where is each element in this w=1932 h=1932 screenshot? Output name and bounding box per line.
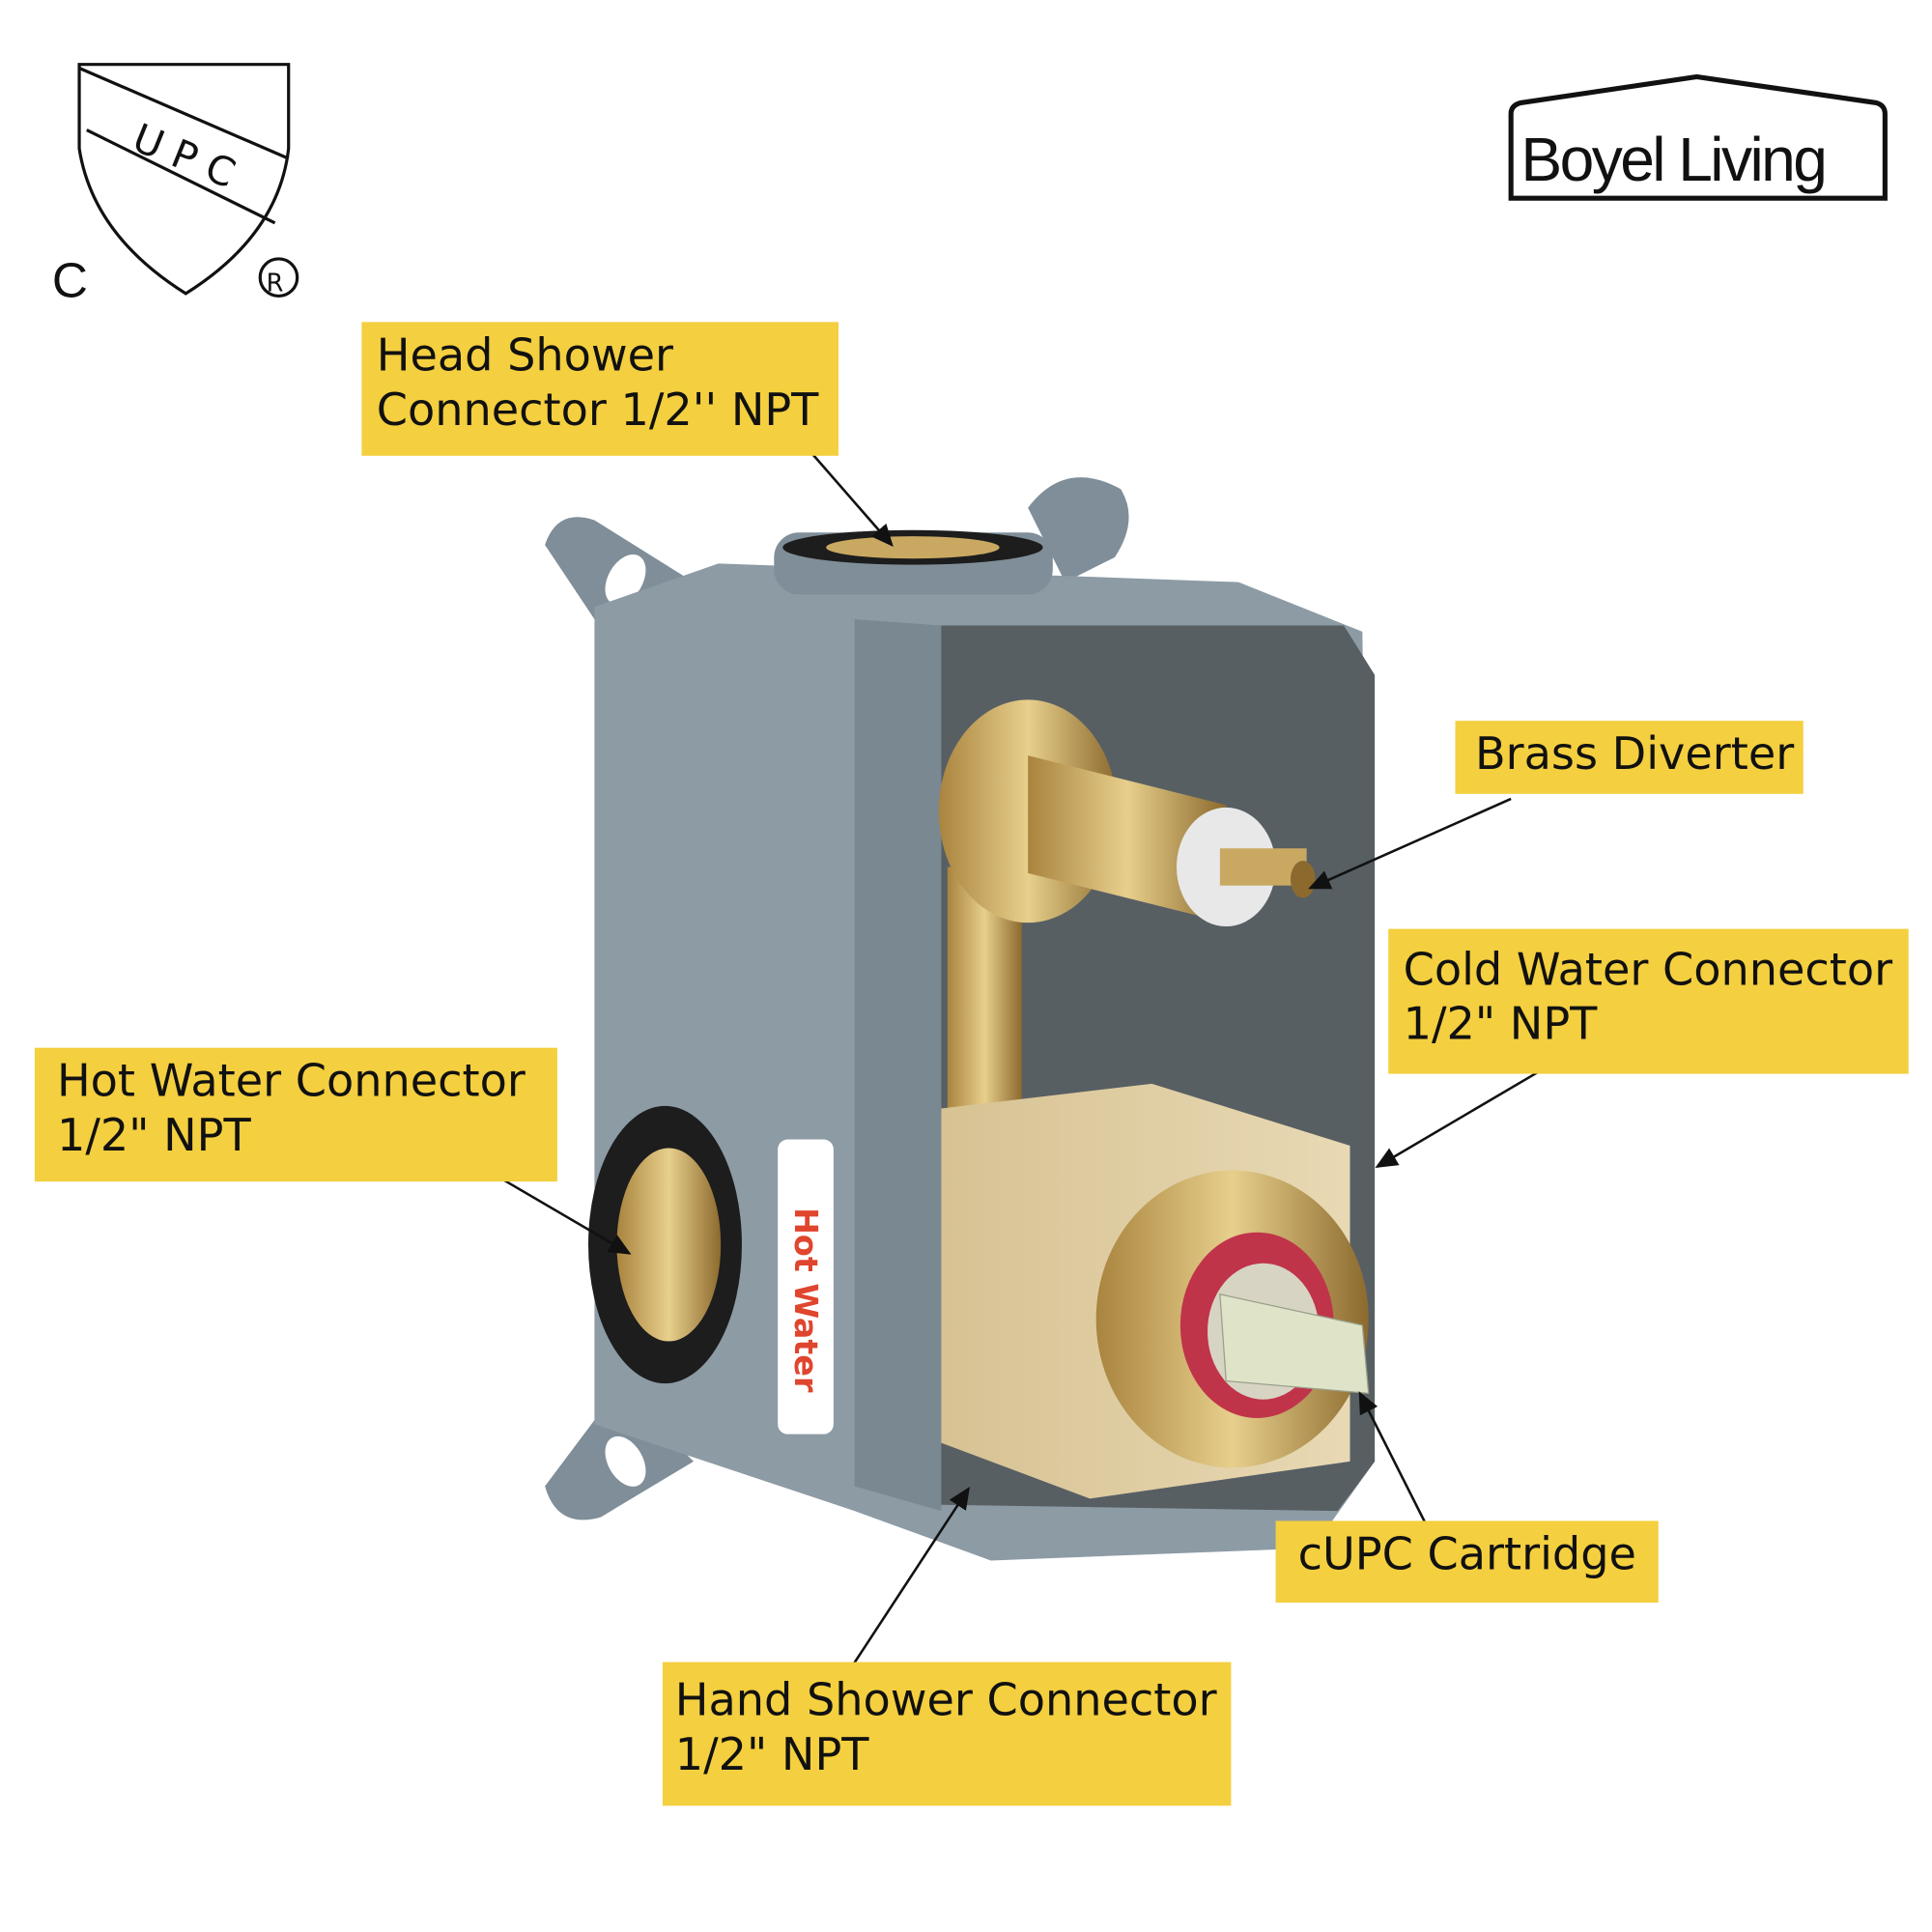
callout-text: Cold Water Connector [1403, 945, 1893, 996]
callout-text: 1/2" NPT [1403, 999, 1598, 1051]
brass-diverter [938, 699, 1316, 1115]
callout-text: 1/2" NPT [674, 1730, 869, 1781]
callout-lines [482, 447, 1547, 1673]
callout-cartridge: cUPC Cartridge [1275, 1520, 1659, 1604]
upc-certification-logo [77, 63, 299, 298]
callout-text: Head Shower [376, 330, 674, 382]
callout-text: Hot Water Connector [56, 1056, 526, 1108]
cartridge-block [941, 1083, 1370, 1499]
hot-water-sticker-text: Hot Water [787, 1208, 825, 1393]
callout-hand-shower: Hand Shower Connector 1/2" NPT [662, 1662, 1232, 1806]
callout-brass-diverter: Brass Diverter [1455, 721, 1804, 794]
callout-hot-water: Hot Water Connector 1/2" NPT [34, 1047, 557, 1182]
callout-text: Brass Diverter [1474, 729, 1795, 781]
callout-cold-water: Cold Water Connector 1/2" NPT [1388, 928, 1909, 1074]
brand-logo-frame [1508, 73, 1888, 201]
callout-text: 1/2" NPT [56, 1111, 251, 1162]
callout-text: Connector 1/2'' NPT [376, 384, 819, 437]
svg-text:R: R [267, 269, 284, 298]
brand-logo: Boyel Living [1520, 125, 1827, 195]
callout-text: Hand Shower Connector [674, 1675, 1217, 1727]
callout-head-shower: Head Shower Connector 1/2'' NPT [361, 322, 838, 456]
svg-text:C: C [52, 253, 88, 308]
callout-text: cUPC Cartridge [1297, 1529, 1636, 1580]
svg-text:U P C: U P C [127, 115, 242, 198]
